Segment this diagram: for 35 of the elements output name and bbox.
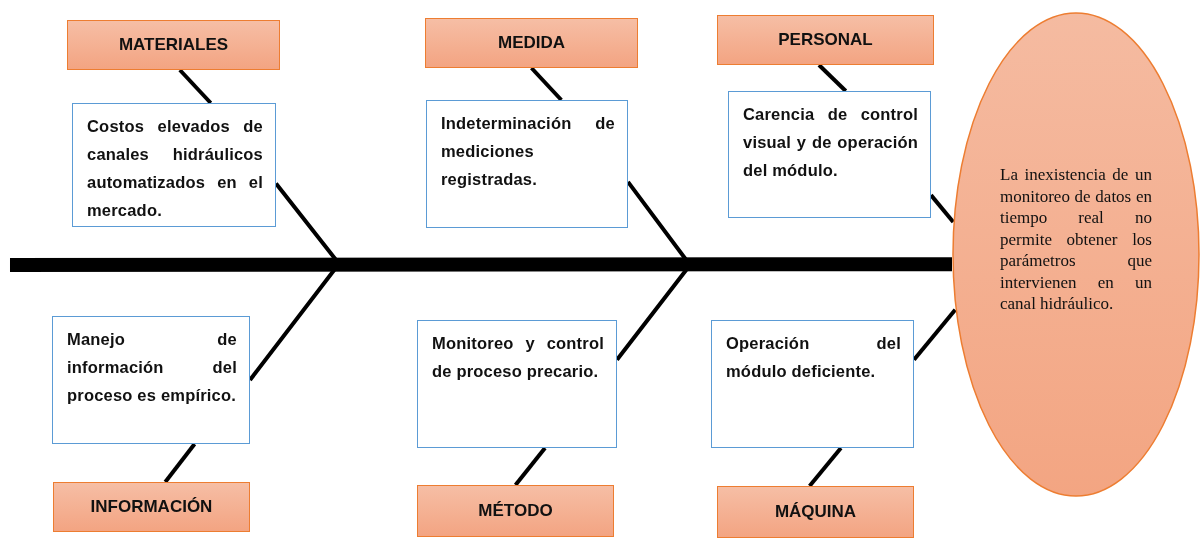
bone-line [912, 308, 957, 361]
category-label: MEDIDA [497, 33, 566, 53]
category-label: MÉTODO [478, 501, 553, 521]
cause-text: Manejo de información del proceso es empírico. [67, 329, 237, 406]
bone-line [178, 68, 213, 105]
effect-text: La inexistencia de un monitoreo de datos en tiempo real no permite obtener los parámetros que intervienen en un canal hidráulico. [1000, 164, 1152, 315]
category-label: MÁQUINA [774, 502, 857, 522]
category-box [53, 482, 250, 532]
category-box [717, 15, 934, 65]
spine-line [10, 257, 952, 272]
cause-text: Costos elevados de canales hidráulicos automatizados en el mercado. [87, 116, 263, 221]
cause-box [72, 103, 276, 227]
bone-line [513, 446, 547, 487]
cause-text: Indeterminación de mediciones registradas. [441, 113, 615, 190]
bone-line [817, 63, 848, 93]
bone-line [808, 446, 843, 488]
category-label: MATERIALES [118, 35, 229, 55]
cause-text: Operación del módulo deficiente. [726, 333, 901, 382]
cause-box [426, 100, 628, 228]
category-box [717, 486, 914, 538]
bone-line [530, 66, 563, 102]
category-box [425, 18, 638, 68]
cause-box [52, 316, 250, 444]
category-box [67, 20, 280, 70]
cause-text: Carencia de control visual y de operación del módulo. [743, 104, 918, 181]
category-label: PERSONAL [778, 30, 873, 50]
cause-box [728, 91, 931, 218]
bone-line [163, 442, 197, 484]
effect-ellipse [952, 12, 1200, 497]
cause-box [417, 320, 617, 448]
cause-box [711, 320, 914, 448]
bone-line [929, 193, 955, 224]
category-label: INFORMACIÓN [90, 497, 213, 517]
category-box [417, 485, 614, 537]
cause-text: Monitoreo y control de proceso precario. [432, 333, 604, 382]
